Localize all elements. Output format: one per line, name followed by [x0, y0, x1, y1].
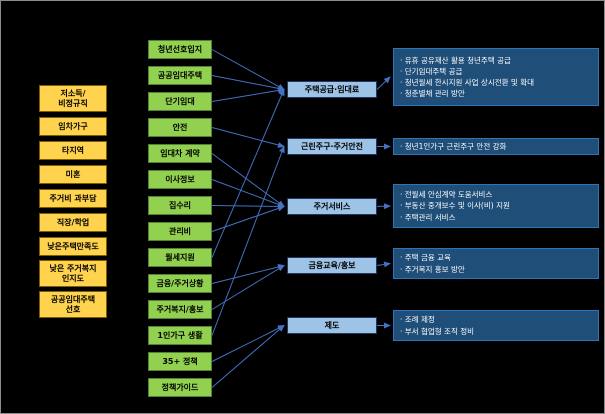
need-box: 주거복지/홍보	[148, 300, 212, 319]
policy-detail-item: 단기임대주택 공급	[400, 66, 592, 77]
need-box: 안전	[148, 118, 212, 137]
policy-detail-item: 주택 금융 교육	[400, 252, 592, 263]
need-box: 월세지원	[148, 248, 212, 267]
policy-detail-box: 조례 제정부서 협업형 조직 정비	[393, 310, 599, 341]
policy-detail-box: 주택 금융 교육주거복지 홍보 방안	[393, 248, 599, 279]
policy-category-box: 근린주구·주거안전	[287, 138, 377, 155]
need-box: 이사정보	[148, 170, 212, 189]
need-box: 관리비	[148, 222, 212, 241]
policy-detail-item: 전월세 안심계약 도움서비스	[400, 189, 592, 200]
characteristic-box: 타지역	[39, 141, 107, 160]
policy-category-box: 금융교육/홍보	[287, 257, 377, 274]
need-box: 1인가구 생활	[148, 326, 212, 345]
characteristic-box: 공공임대주택 선호	[39, 291, 107, 318]
characteristic-box: 직장/학업	[39, 213, 107, 232]
characteristic-box: 낮은 주거복지 인지도	[39, 260, 107, 287]
need-box: 집수리	[148, 196, 212, 215]
policy-detail-item: 부서 협업형 조직 정비	[400, 326, 592, 337]
policy-detail-item: 청춘별채 관리 방안	[400, 88, 592, 99]
policy-detail-box: 유휴 공유재산 활용 청년주택 공급단기임대주택 공급청년월세 한시지원 사업 …	[393, 48, 599, 106]
policy-detail-box: 전월세 안심계약 도움서비스부동산 중개보수 및 이사(비) 지원주택관리 서비…	[393, 184, 599, 228]
policy-detail-item: 청년1인가구 근린주구 안전 강화	[400, 141, 592, 152]
characteristic-box: 주거비 과부담	[39, 189, 107, 208]
need-box: 35+ 정책	[148, 352, 212, 371]
policy-detail-item: 유휴 공유재산 활용 청년주택 공급	[400, 55, 592, 66]
need-box: 단기임대	[148, 92, 212, 111]
need-box: 정책가이드	[148, 378, 212, 397]
characteristic-box: 낮은주택만족도	[39, 237, 107, 256]
policy-detail-box: 청년1인가구 근린주구 안전 강화	[393, 138, 599, 155]
policy-detail-item: 부동산 중개보수 및 이사(비) 지원	[400, 200, 592, 211]
policy-detail-item: 주거복지 홍보 방안	[400, 264, 592, 275]
policy-category-box: 주택공급·임대료	[287, 81, 377, 98]
characteristic-box: 임차가구	[39, 117, 107, 136]
policy-detail-item: 청년월세 한시지원 사업 상시전환 및 확대	[400, 77, 592, 88]
characteristic-box: 저소득/ 비정규직	[39, 85, 107, 112]
policy-detail-item: 조례 제정	[400, 314, 592, 325]
policy-category-box: 주거서비스	[287, 198, 377, 215]
policy-category-box: 제도	[287, 317, 377, 334]
need-box: 임대차 계약	[148, 144, 212, 163]
policy-detail-item: 주택관리 서비스	[400, 212, 592, 223]
need-box: 청년선호입지	[148, 40, 212, 59]
characteristic-box: 미혼	[39, 165, 107, 184]
need-box: 금융/주거상황	[148, 274, 212, 293]
need-box: 공공임대주택	[148, 66, 212, 85]
